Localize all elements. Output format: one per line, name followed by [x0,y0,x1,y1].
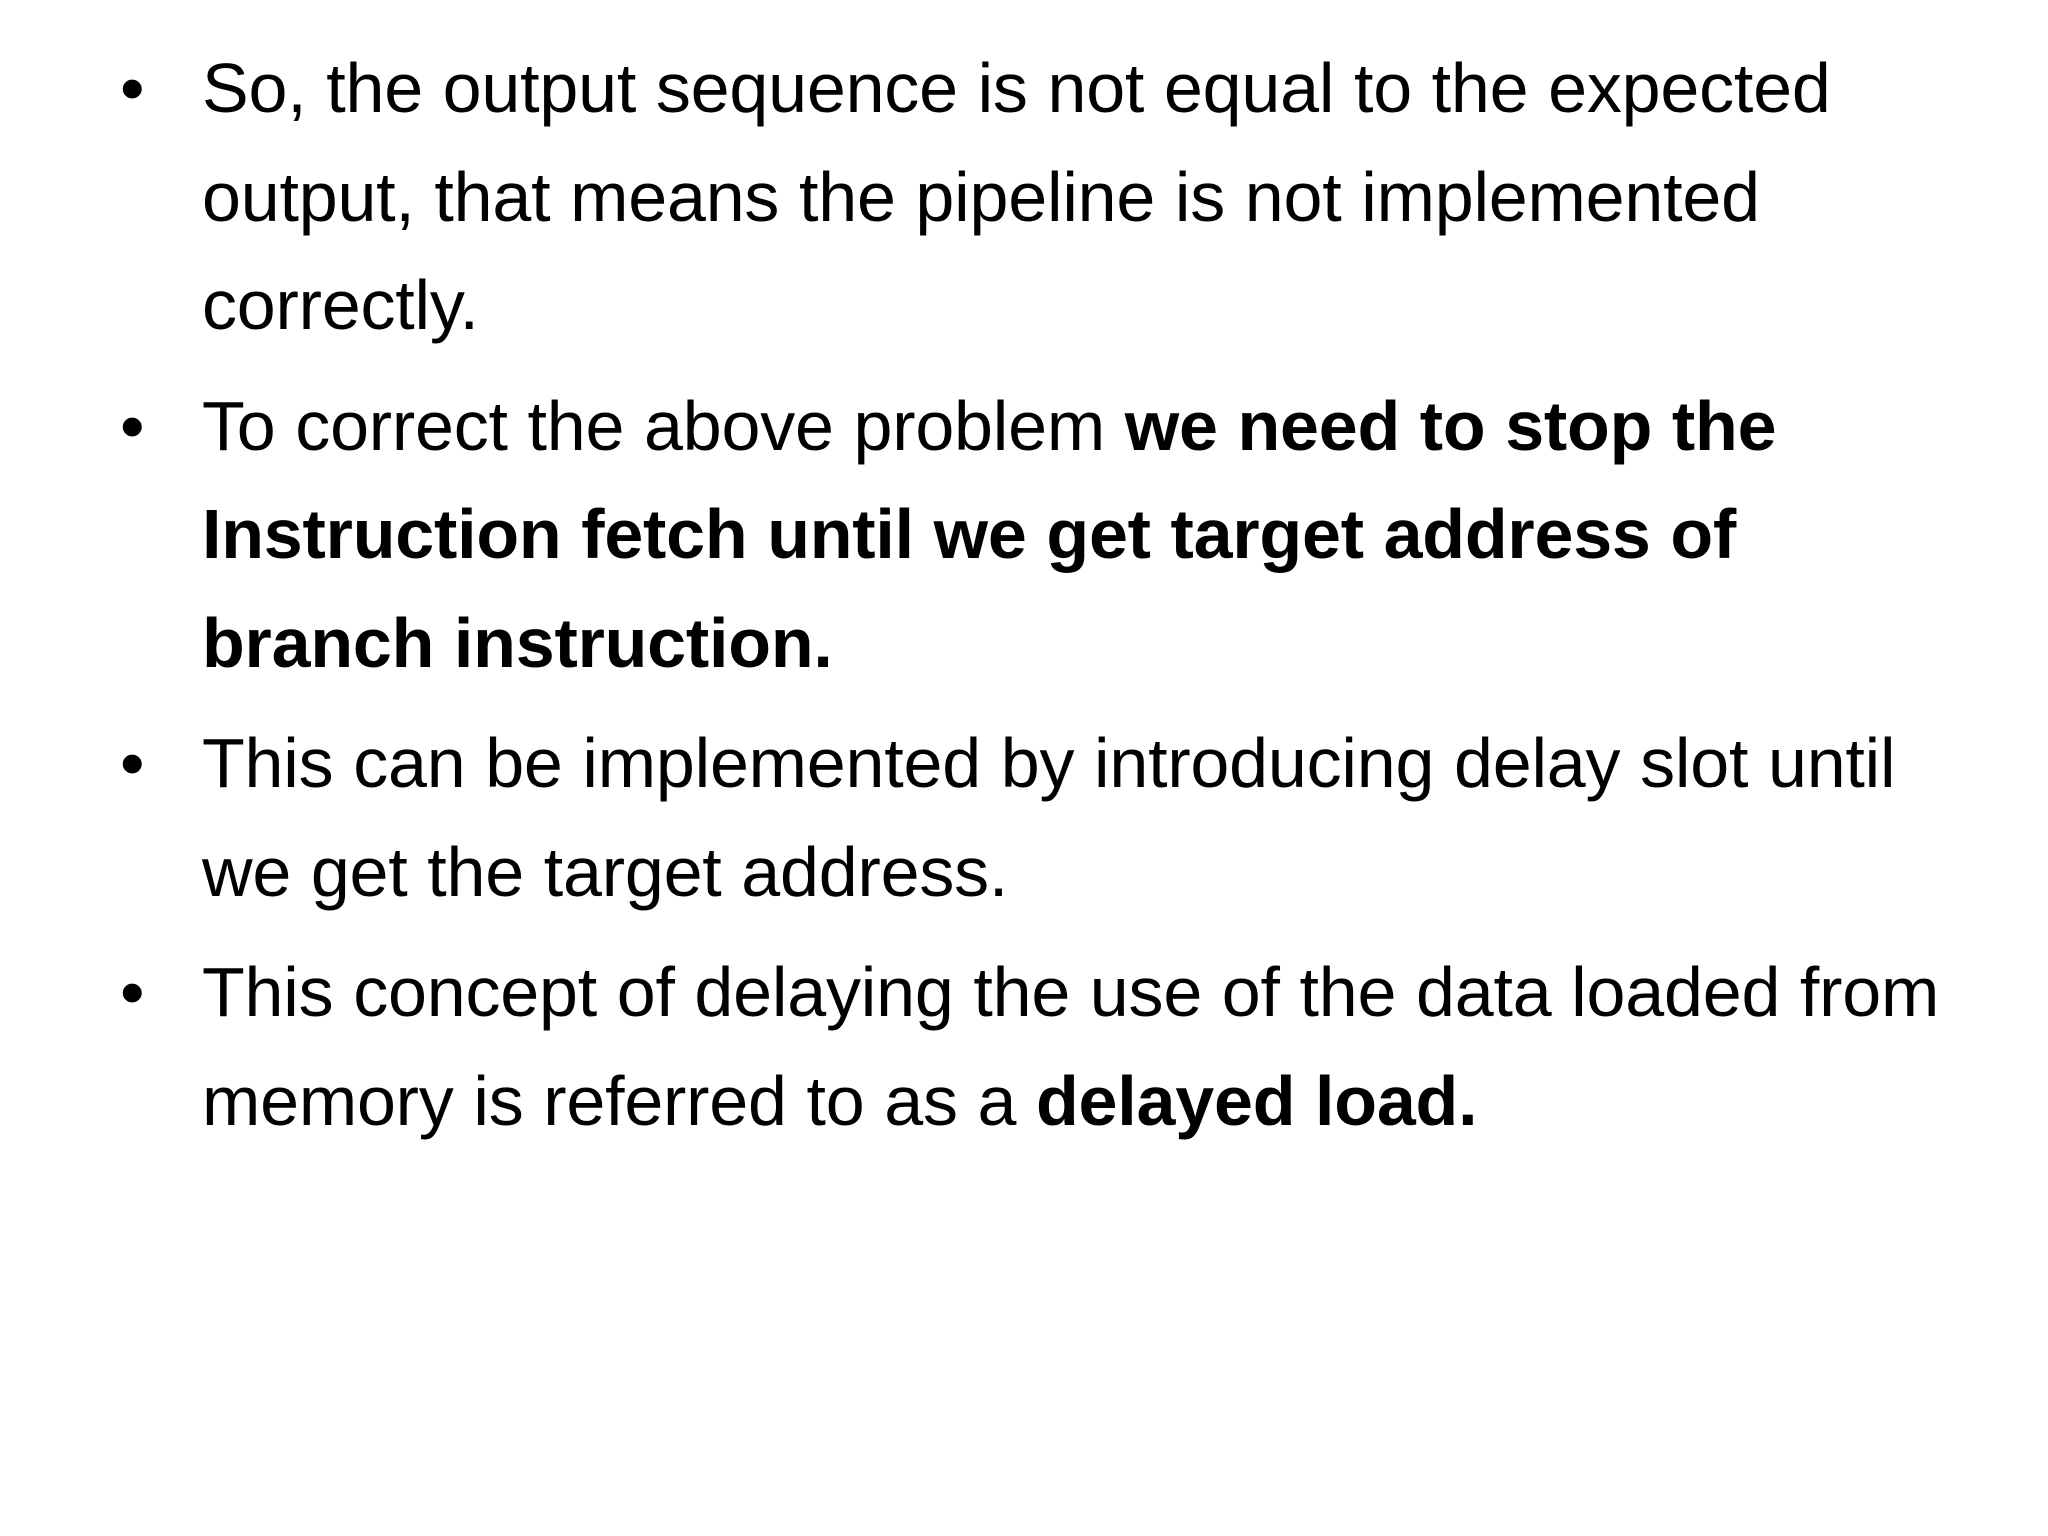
bullet-list: • So, the output sequence is not equal to… [118,34,1948,1155]
bullet-item[interactable]: • This can be implemented by introducing … [118,709,1948,926]
slide-content-placeholder[interactable]: • So, the output sequence is not equal to… [118,34,1948,1155]
bullet-item[interactable]: • So, the output sequence is not equal to… [118,34,1948,360]
bullet-point-icon: • [120,386,145,465]
bullet-point-icon: • [120,49,145,127]
bullet-text: This can be implemented by introducing d… [202,709,1948,926]
bullet-point-icon: • [120,953,145,1031]
bold-text-run: delayed load. [1035,1061,1478,1140]
bullet-text: So, the output sequence is not equal to … [202,34,1948,360]
text-run: This can be implemented by introducing d… [202,724,1896,911]
text-run: This concept of delaying the use of the … [202,953,1940,1140]
bullet-text: To correct the above problem we need to … [202,372,1948,698]
bold-text-run: we need to stop the Instruction fetch un… [202,386,1777,682]
text-run: So, the output sequence is not equal to … [202,49,1831,344]
text-run: To correct the above problem [202,386,1125,465]
bullet-item[interactable]: • To correct the above problem we need to… [118,372,1948,698]
bullet-item[interactable]: • This concept of delaying the use of the… [118,938,1948,1155]
bullet-point-icon: • [120,724,145,802]
bullet-text: This concept of delaying the use of the … [202,938,1948,1155]
